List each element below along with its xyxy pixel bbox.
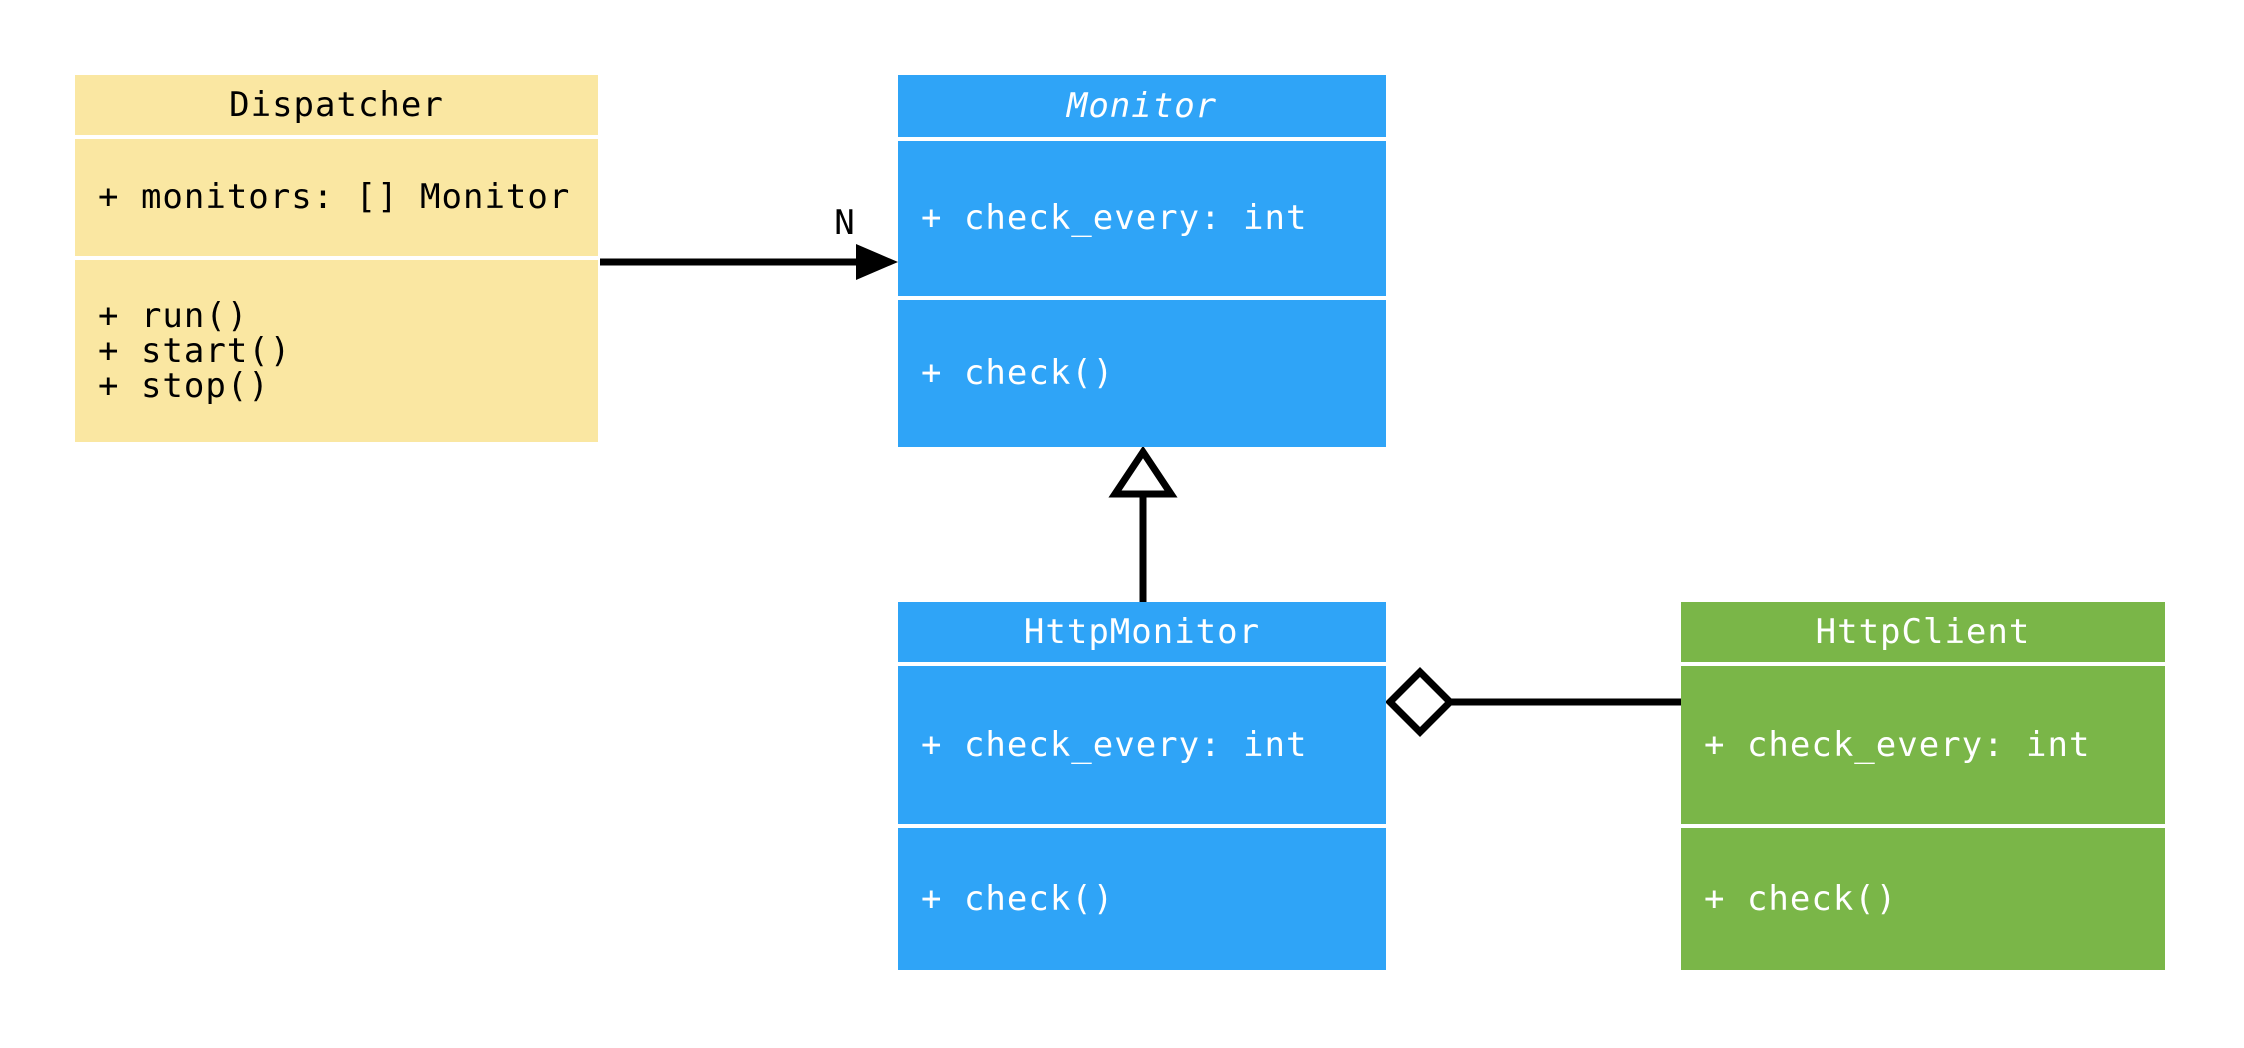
method-line: + check() [921,353,1115,393]
class-name: HttpMonitor [1023,612,1261,652]
association-multiplicity-label: N [834,203,856,243]
class-monitor-title-bar: Monitor [898,75,1386,137]
class-monitor-attributes: + check_every: int [898,141,1386,296]
association-arrowhead-icon [856,244,898,280]
attribute-line: + check_every: int [921,198,1308,238]
attribute-line: + check_every: int [921,724,1308,765]
class-http-client-methods: + check() [1681,828,2165,970]
class-http-monitor: HttpMonitor + check_every: int + check() [898,602,1386,970]
method-line: + stop() [98,365,270,406]
class-http-monitor-attributes: + check_every: int [898,666,1386,824]
method-line: + check() [1704,878,1898,919]
inheritance-triangle-icon [1108,445,1178,498]
class-dispatcher-attributes: + monitors: [] Monitor [75,139,598,256]
class-monitor: Monitor + check_every: int + check() [898,75,1386,447]
attribute-line: + monitors: [] Monitor [98,177,571,217]
class-http-client-attributes: + check_every: int [1681,666,2165,824]
method-line: + check() [921,878,1115,919]
class-monitor-methods: + check() [898,300,1386,447]
method-line: + run() [98,295,249,336]
class-name: HttpClient [1815,612,2031,652]
class-dispatcher-methods: + run() + start() + stop() [75,260,598,442]
method-line: + start() [98,330,292,371]
class-dispatcher-title-bar: Dispatcher [75,75,598,135]
class-http-monitor-methods: + check() [898,828,1386,970]
class-http-client: HttpClient + check_every: int + check() [1681,602,2165,970]
aggregation-diamond-icon [1385,667,1455,737]
class-name: Dispatcher [229,85,444,125]
class-dispatcher: Dispatcher + monitors: [] Monitor + run(… [75,75,598,442]
attribute-line: + check_every: int [1704,724,2091,765]
class-http-client-title-bar: HttpClient [1681,602,2165,662]
class-http-monitor-title-bar: HttpMonitor [898,602,1386,662]
class-name: Monitor [1066,86,1218,126]
